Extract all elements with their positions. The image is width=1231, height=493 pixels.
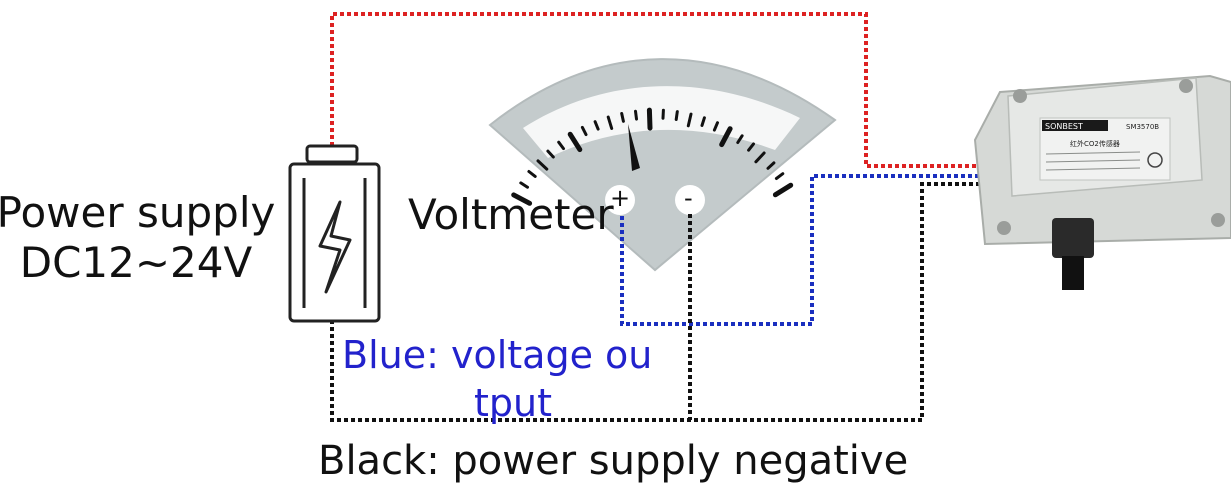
sensor-screw	[1013, 89, 1027, 103]
black-wire-legend: Black: power supply negative	[318, 441, 908, 481]
voltmeter-tick	[636, 111, 637, 119]
voltmeter-tick	[776, 174, 782, 179]
sensor-title: 红外CO2传感器	[1070, 139, 1120, 148]
voltmeter-tick	[622, 114, 624, 122]
cable-gland	[1052, 218, 1094, 258]
battery-icon	[290, 146, 379, 321]
voltmeter-minus-sign: -	[684, 186, 693, 210]
power-supply-label: Power supply	[0, 192, 276, 234]
sensor-screw	[997, 221, 1011, 235]
voltmeter-tick	[676, 112, 677, 120]
voltmeter-tick	[775, 185, 790, 195]
blue-wire-legend-continued: tput	[474, 384, 552, 422]
blue-wire-legend: Blue: voltage ou	[342, 336, 652, 374]
sensor-model: SM3570B	[1126, 123, 1159, 131]
sensor-cable	[1062, 256, 1084, 290]
voltmeter-tick	[521, 183, 528, 187]
sensor-device: SONBEST SM3570B 红外CO2传感器	[975, 76, 1231, 290]
sensor-screw	[1211, 213, 1225, 227]
power-supply-voltage-label: DC12~24V	[0, 242, 276, 284]
sensor-brand: SONBEST	[1045, 122, 1083, 131]
voltmeter-tick	[529, 172, 535, 177]
sensor-screw	[1179, 79, 1193, 93]
voltmeter-label: Voltmeter	[408, 194, 614, 236]
voltmeter-tick	[649, 110, 650, 128]
lightning-icon	[320, 202, 350, 292]
voltmeter-plus-sign: +	[610, 186, 630, 210]
battery-terminal	[307, 146, 357, 162]
